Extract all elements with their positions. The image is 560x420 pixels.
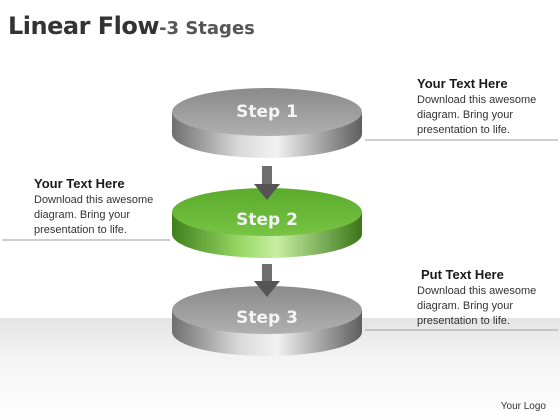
stage-disc-2: Step 2 (172, 188, 362, 258)
callout-body: Download this awesome diagram. Bring you… (417, 94, 537, 136)
connector-arrow-2 (254, 264, 280, 297)
stage-disc-1: Step 1 (172, 88, 362, 158)
page-title: Linear Flow-3 Stages (8, 12, 255, 40)
callout-heading: Put Text Here (421, 267, 504, 282)
callout-1: Your Text Here Download this awesome dia… (417, 76, 557, 138)
callout-body: Download this awesome diagram. Bring you… (417, 285, 537, 327)
connector-arrow-1 (254, 166, 280, 200)
callout-heading: Your Text Here (34, 176, 125, 191)
title-dash: - (159, 18, 167, 39)
callout-body: Download this awesome diagram. Bring you… (34, 194, 154, 236)
stage-label-2: Step 2 (236, 210, 298, 230)
logo-placeholder: Your Logo (500, 401, 546, 412)
callout-3: Put Text Here Download this awesome diag… (417, 267, 557, 329)
stage-label-3: Step 3 (236, 308, 298, 328)
title-subtitle: 3 Stages (166, 18, 255, 39)
stage-disc-3: Step 3 (172, 286, 362, 356)
callout-heading: Your Text Here (417, 76, 508, 91)
callout-2: Your Text Here Download this awesome dia… (34, 176, 174, 238)
stage-label-1: Step 1 (236, 102, 298, 122)
